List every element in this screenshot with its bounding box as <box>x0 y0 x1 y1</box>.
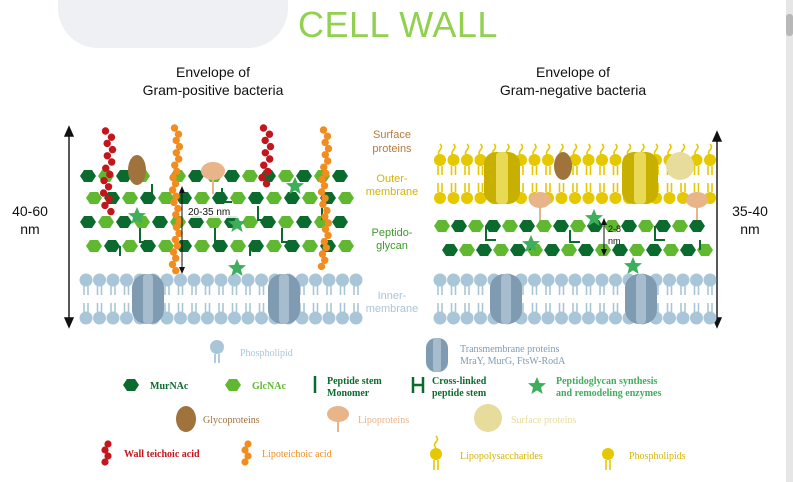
svg-text:Cross-linked: Cross-linked <box>432 376 487 387</box>
svg-text:Surface proteins: Surface proteins <box>511 415 576 426</box>
gram-positive-inner-membrane <box>78 272 364 326</box>
gram-positive-heading: Envelope of Gram-positive bacteria <box>143 64 284 98</box>
gram-positive-thickness-value: 40-60 <box>12 203 48 219</box>
svg-text:Monomer: Monomer <box>327 388 370 399</box>
legend-lipoteichoic: Lipoteichoic acid <box>241 440 332 466</box>
gram-positive-teichoic-acids <box>99 124 333 275</box>
inner-membrane-label-line1: Inner- <box>378 290 407 302</box>
legend-glycoproteins: Glycoproteins <box>176 406 260 432</box>
svg-text:Glycoproteins: Glycoproteins <box>203 415 260 426</box>
gram-positive-pg-thickness-marker: 20-35 nm <box>179 186 240 274</box>
legend-lipoproteins: Lipoproteins <box>327 406 409 432</box>
legend-lipopolysaccharides: Lipopolysaccharides <box>430 435 543 470</box>
gram-positive-thickness-arrow <box>63 125 75 329</box>
legend-transmembrane: Transmembrane proteins MraY, MurG, FtsW-… <box>426 338 566 372</box>
gram-positive-thickness-unit: nm <box>20 221 39 237</box>
gram-negative-thickness-unit: nm <box>740 221 759 237</box>
gram-negative-outer-membrane <box>433 143 717 223</box>
svg-text:MraY, MurG, FtsW-RodA: MraY, MurG, FtsW-RodA <box>460 356 566 367</box>
scrollbar-thumb[interactable] <box>786 14 793 36</box>
svg-text:Envelope of: Envelope of <box>176 64 250 80</box>
peptidoglycan-label-line2: glycan <box>376 240 408 252</box>
svg-text:Gram-positive bacteria: Gram-positive bacteria <box>143 82 284 98</box>
svg-text:Phospholipids: Phospholipids <box>629 451 686 462</box>
inner-membrane-label-line2: membrane <box>366 303 419 315</box>
glycoprotein-shape <box>128 155 146 185</box>
surface-proteins-label-line2: proteins <box>372 143 412 155</box>
gram-negative-thickness-arrow <box>711 130 723 329</box>
legend-phospholipids: Phospholipids <box>602 448 686 470</box>
legend-wall-teichoic: Wall teichoic acid <box>101 440 200 466</box>
legend-phospholipid: Phospholipid <box>210 340 293 363</box>
legend-murnac: MurNAc <box>123 379 189 392</box>
svg-text:Wall teichoic acid: Wall teichoic acid <box>124 449 200 460</box>
svg-text:MurNAc: MurNAc <box>150 381 189 392</box>
gram-negative-thickness-value: 35-40 <box>732 203 768 219</box>
slide-title: CELL WALL <box>298 4 498 45</box>
svg-text:20-35 nm: 20-35 nm <box>188 207 230 218</box>
lipoprotein-shape-negative <box>529 192 551 208</box>
svg-text:peptide stem: peptide stem <box>432 388 487 399</box>
svg-text:and remodeling enzymes: and remodeling enzymes <box>556 388 661 399</box>
legend-cross-linked: Cross-linked peptide stem <box>411 376 487 399</box>
legend-peptide-stem: Peptide stem Monomer <box>313 376 382 399</box>
outer-membrane-label-line2: membrane <box>366 186 419 198</box>
svg-text:Envelope of: Envelope of <box>536 64 610 80</box>
gram-negative-pg-thickness-marker: 2-8 nm <box>601 218 621 256</box>
glycoprotein-shape-negative <box>554 152 572 180</box>
legend-surface-proteins: Surface proteins <box>474 404 576 432</box>
svg-text:Lipoproteins: Lipoproteins <box>358 415 409 426</box>
svg-text:GlcNAc: GlcNAc <box>252 381 286 392</box>
legend: Phospholipid Transmembrane proteins MraY… <box>101 338 686 470</box>
lipoprotein-shape <box>201 162 225 180</box>
gram-negative-heading: Envelope of Gram-negative bacteria <box>500 64 647 98</box>
svg-text:Peptidoglycan synthesis: Peptidoglycan synthesis <box>556 376 658 387</box>
svg-text:Phospholipid: Phospholipid <box>240 348 293 359</box>
scrollbar[interactable] <box>786 0 793 482</box>
legend-synthesis-enzymes: Peptidoglycan synthesis and remodeling e… <box>528 376 661 399</box>
svg-text:Lipoteichoic acid: Lipoteichoic acid <box>262 449 332 460</box>
surface-proteins-label-line1: Surface <box>373 129 411 141</box>
svg-text:Lipopolysaccharides: Lipopolysaccharides <box>460 451 543 462</box>
svg-text:2-8: 2-8 <box>608 224 621 234</box>
outer-membrane-label-line1: Outer- <box>376 173 408 185</box>
gram-negative-peptidoglycan <box>434 209 713 274</box>
peptidoglycan-label-line1: Peptido- <box>372 227 413 239</box>
svg-text:Gram-negative bacteria: Gram-negative bacteria <box>500 82 647 98</box>
gram-negative-inner-membrane <box>432 272 718 326</box>
svg-text:Peptide stem: Peptide stem <box>327 376 382 387</box>
gram-positive-peptidoglycan <box>80 170 354 276</box>
svg-text:Transmembrane proteins: Transmembrane proteins <box>460 344 559 355</box>
svg-text:nm: nm <box>608 236 621 246</box>
surface-protein-shape <box>666 152 694 180</box>
title-backdrop <box>58 0 288 48</box>
legend-glcnac: GlcNAc <box>225 379 286 392</box>
